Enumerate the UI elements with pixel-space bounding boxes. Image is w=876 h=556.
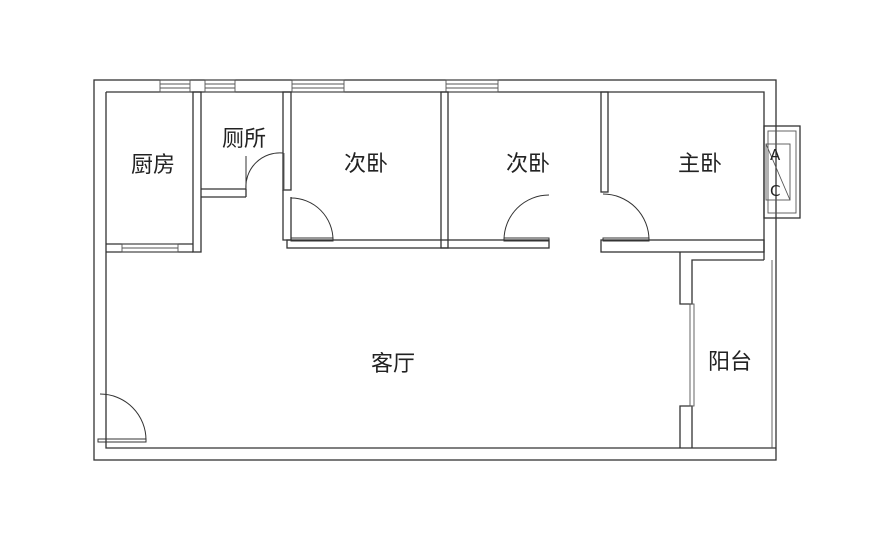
ac-label-bottom: C bbox=[770, 182, 780, 200]
window-toilet bbox=[204, 79, 236, 93]
bedroom-2-master-divider-top bbox=[600, 91, 609, 193]
doors bbox=[97, 152, 650, 443]
outer-wall-inner-top bbox=[106, 91, 765, 252]
kitchen-walls bbox=[106, 91, 202, 253]
room-label-balcony: 阳台 bbox=[708, 350, 752, 375]
bedroom-1-2-front-wall bbox=[286, 239, 550, 249]
bedroom-divider-wall bbox=[440, 91, 449, 249]
ac-label-top: A bbox=[770, 146, 781, 164]
door-bedroom-1 bbox=[290, 197, 334, 242]
room-label-toilet: 厕所 bbox=[222, 127, 266, 152]
window-bedroom-2 bbox=[445, 79, 499, 93]
door-bedroom-2 bbox=[503, 194, 550, 242]
toilet-walls bbox=[201, 91, 292, 198]
room-label-bedroom-2: 次卧 bbox=[506, 152, 550, 177]
room-label-kitchen: 厨房 bbox=[131, 153, 175, 178]
room-label-bedroom-1: 次卧 bbox=[344, 152, 388, 177]
outer-wall-inner-left-bottom bbox=[105, 92, 686, 449]
ac-diagonal bbox=[765, 143, 791, 201]
room-label-master-bedroom: 主卧 bbox=[678, 152, 722, 177]
door-toilet bbox=[245, 152, 284, 191]
room-label-living-room: 客厅 bbox=[371, 352, 415, 377]
bedroom-front-walls bbox=[282, 91, 765, 253]
outer-wall-outline bbox=[93, 79, 777, 461]
ac-outer-box bbox=[763, 125, 801, 219]
ac-inner-box bbox=[765, 143, 791, 201]
windows bbox=[159, 79, 499, 93]
door-entrance bbox=[97, 393, 147, 443]
outer-walls bbox=[93, 79, 777, 461]
ac-unit: A C bbox=[763, 125, 801, 219]
window-bedroom-1 bbox=[291, 79, 345, 93]
balcony-sliding-door bbox=[689, 303, 695, 407]
window-kitchen bbox=[159, 79, 191, 93]
master-bedroom-front-wall bbox=[600, 239, 765, 253]
room-labels: 厨房 厕所 次卧 次卧 主卧 客厅 阳台 bbox=[131, 127, 752, 377]
balcony-walls bbox=[679, 252, 773, 448]
door-master-bedroom bbox=[602, 193, 650, 242]
